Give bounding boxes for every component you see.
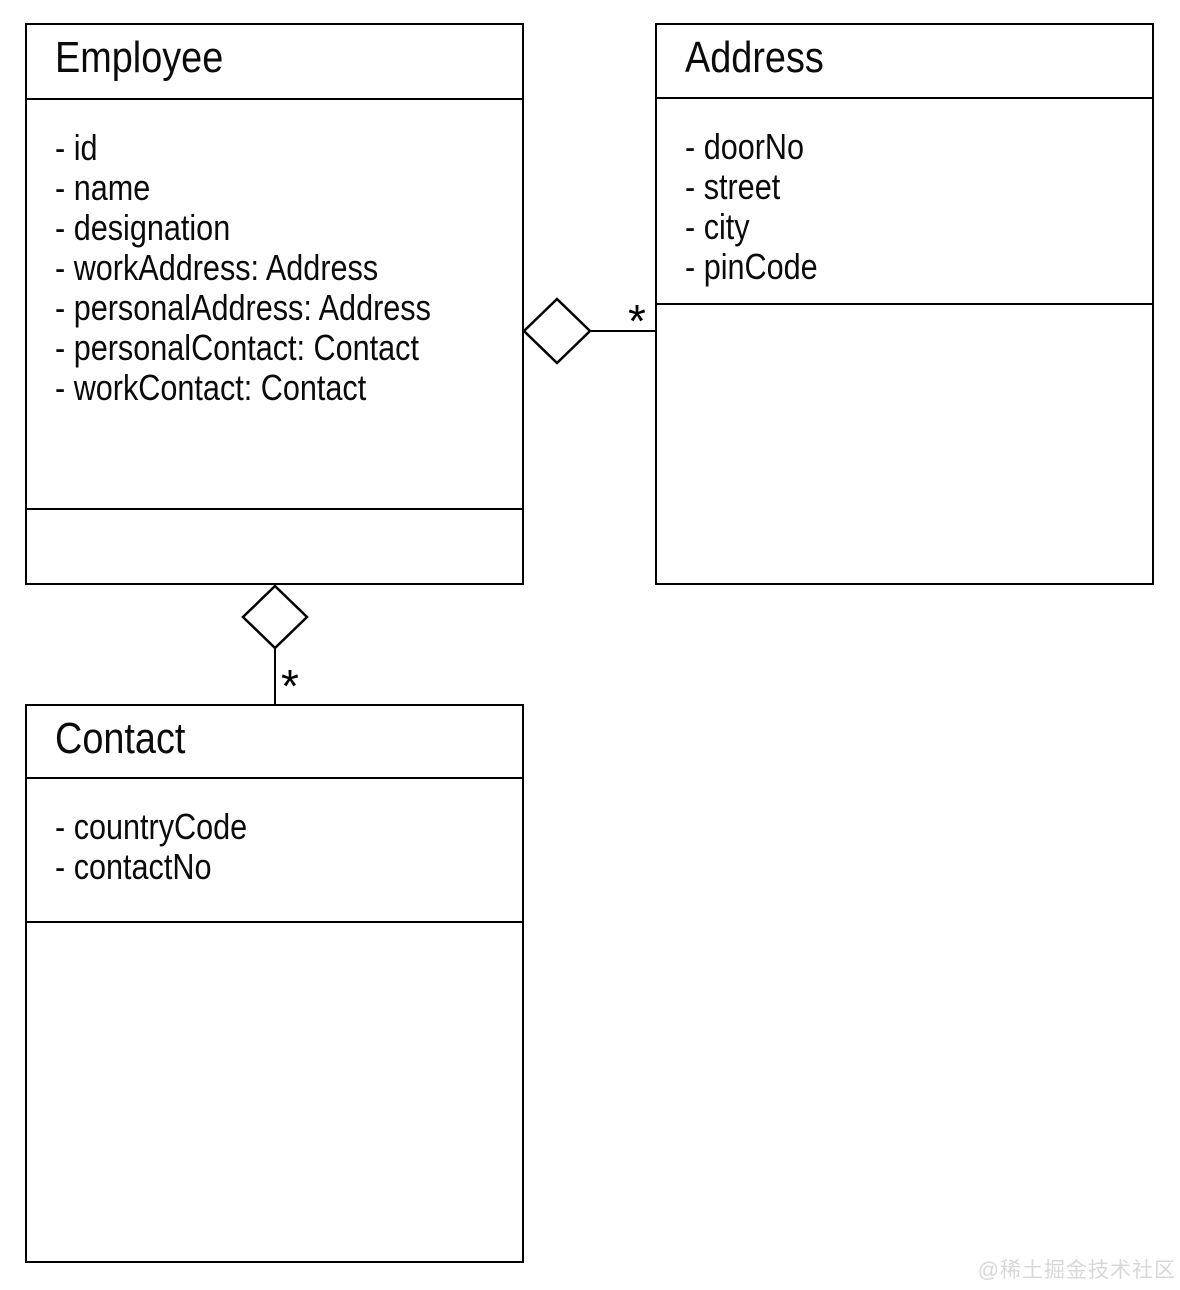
- employee-title-compartment: Employee: [27, 25, 522, 100]
- employee-attribute: - workAddress: Address: [55, 247, 379, 288]
- multiplicity-label-contact: *: [281, 660, 299, 712]
- address-attribute: - street: [685, 166, 781, 207]
- multiplicity-label-address: *: [628, 295, 646, 347]
- employee-attribute: - personalAddress: Address: [55, 287, 431, 328]
- aggregation-diamond-icon: [522, 297, 592, 365]
- employee-attribute: - name: [55, 167, 151, 208]
- contact-attributes-compartment: - countryCode - contactNo: [27, 779, 522, 923]
- contact-attribute: - countryCode: [55, 806, 248, 847]
- employee-class-name: Employee: [55, 33, 224, 82]
- address-attributes-compartment: - doorNo - street - city - pinCode: [657, 99, 1152, 305]
- employee-attribute: - workContact: Contact: [55, 367, 367, 408]
- contact-methods-compartment: [27, 923, 522, 1261]
- employee-attribute: - personalContact: Contact: [55, 327, 419, 368]
- employee-methods-compartment: [27, 510, 522, 583]
- class-employee: Employee - id - name - designation - wor…: [25, 23, 524, 585]
- address-attribute: - pinCode: [685, 246, 818, 287]
- address-attribute: - city: [685, 206, 750, 247]
- watermark-text: @稀土掘金技术社区: [977, 1259, 1176, 1282]
- class-address: Address - doorNo - street - city - pinCo…: [655, 23, 1154, 585]
- employee-attribute: - designation: [55, 207, 231, 248]
- contact-class-name: Contact: [55, 714, 186, 763]
- aggregation-diamond-icon: [241, 584, 309, 650]
- address-methods-compartment: [657, 305, 1152, 583]
- address-class-name: Address: [685, 33, 824, 82]
- address-attribute: - doorNo: [685, 126, 805, 167]
- employee-attribute: - id: [55, 127, 98, 168]
- contact-attribute: - contactNo: [55, 846, 212, 887]
- contact-title-compartment: Contact: [27, 706, 522, 779]
- address-title-compartment: Address: [657, 25, 1152, 99]
- class-contact: Contact - countryCode - contactNo: [25, 704, 524, 1263]
- employee-attributes-compartment: - id - name - designation - workAddress:…: [27, 100, 522, 510]
